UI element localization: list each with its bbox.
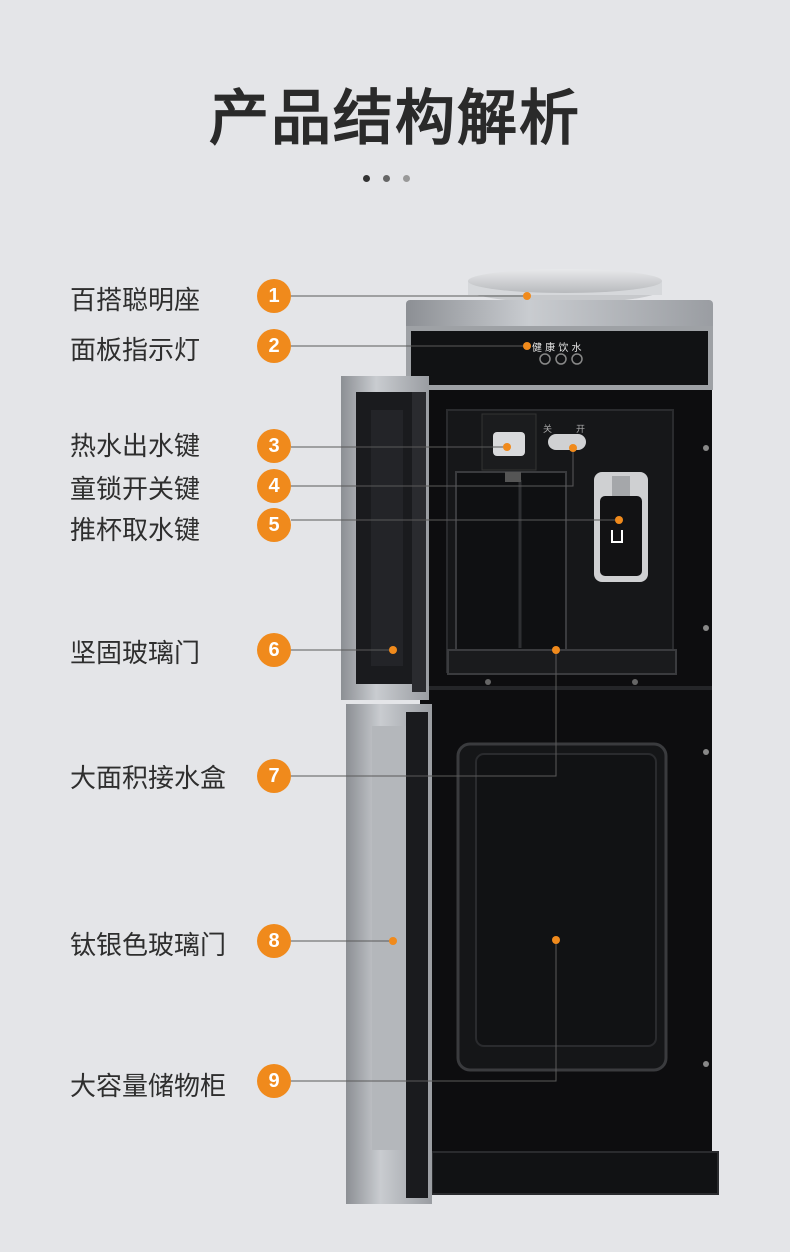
feature-badge-4: 4 [257,469,291,503]
feature-badge-5: 5 [257,508,291,542]
feature-badge-3: 3 [257,429,291,463]
top-housing [406,300,713,390]
feature-badge-8: 8 [257,924,291,958]
water-outlet-recess [446,409,674,673]
feature-badge-9: 9 [257,1064,291,1098]
switch-label-off: 关 [543,425,553,435]
switch-label-on: 开 [576,425,586,435]
feature-label-5: 推杯取水键 [70,516,201,546]
drip-tray [447,649,677,685]
lower-glass-door [346,704,432,1204]
feature-label-8: 钛银色玻璃门 [70,931,227,961]
feature-label-4: 童锁开关键 [70,475,201,505]
feature-badge-7: 7 [257,759,291,793]
feature-label-9: 大容量储物柜 [70,1072,227,1102]
feature-badge-1: 1 [257,279,291,313]
dot-3[interactable] [403,175,410,182]
dot-1[interactable] [363,175,370,182]
feature-badge-2: 2 [257,329,291,363]
feature-badge-6: 6 [257,633,291,667]
panel-buttons [539,353,583,365]
panel-indicator-text: 健 康 饮 水 [532,343,582,354]
feature-label-3: 热水出水键 [70,432,201,462]
page-title: 产品结构解析 [209,84,581,154]
upper-glass-door [341,376,429,700]
storage-cabinet [456,742,668,1072]
dot-2[interactable] [383,175,390,182]
feature-label-1: 百搭聪明座 [70,286,201,316]
feature-label-6: 坚固玻璃门 [70,639,201,669]
feature-label-7: 大面积接水盒 [70,764,227,794]
feature-label-2: 面板指示灯 [70,336,201,366]
